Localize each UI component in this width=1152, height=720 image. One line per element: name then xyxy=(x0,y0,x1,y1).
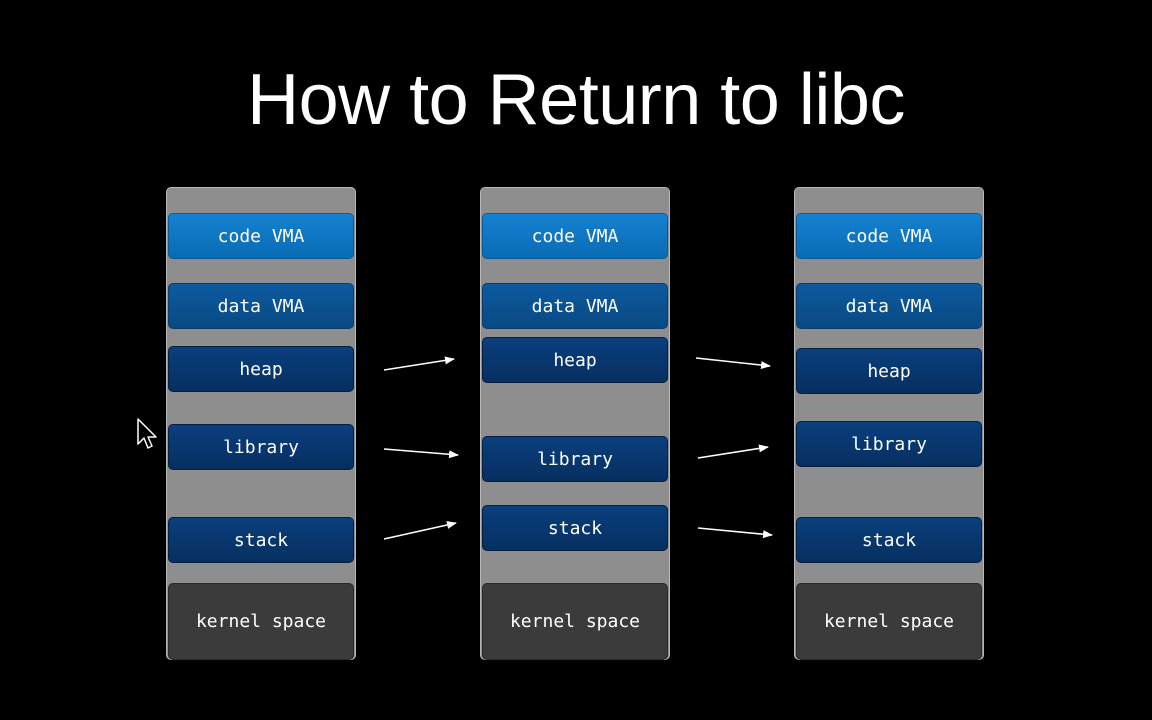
memory-layout-randomized-1: code VMA data VMA heap library stack ker… xyxy=(480,187,670,660)
block-label: kernel space xyxy=(195,611,327,632)
kernel-space-block: kernel space xyxy=(482,583,668,660)
stack-arrow-2 xyxy=(697,527,773,539)
heap-arrow-2 xyxy=(695,357,771,370)
kernel-space-block: kernel space xyxy=(168,583,354,660)
block-label: library xyxy=(851,433,927,455)
library-block: library xyxy=(796,421,982,467)
block-label: code VMA xyxy=(845,225,933,247)
block-label: heap xyxy=(867,360,911,382)
library-block: library xyxy=(482,436,668,482)
block-label: kernel space xyxy=(823,611,955,632)
code-vma-block: code VMA xyxy=(796,213,982,259)
block-label: data VMA xyxy=(217,295,305,317)
kernel-space-block: kernel space xyxy=(796,583,982,660)
block-label: code VMA xyxy=(531,225,619,247)
block-label: library xyxy=(223,436,299,458)
data-vma-block: data VMA xyxy=(796,283,982,329)
block-label: stack xyxy=(861,529,917,551)
library-block: library xyxy=(168,424,354,470)
heap-block: heap xyxy=(168,346,354,392)
code-vma-block: code VMA xyxy=(168,213,354,259)
block-label: heap xyxy=(553,349,597,371)
code-vma-block: code VMA xyxy=(482,213,668,259)
heap-arrow-1 xyxy=(383,356,455,371)
data-vma-block: data VMA xyxy=(168,283,354,329)
library-arrow-2 xyxy=(697,444,769,459)
slide-title: How to Return to libc xyxy=(247,60,905,140)
block-label: kernel space xyxy=(509,611,641,632)
memory-layout-original: code VMA data VMA heap library stack ker… xyxy=(166,187,356,660)
memory-layout-randomized-2: code VMA data VMA heap library stack ker… xyxy=(794,187,984,660)
block-label: code VMA xyxy=(217,225,305,247)
heap-block: heap xyxy=(796,348,982,394)
block-label: data VMA xyxy=(531,295,619,317)
block-label: data VMA xyxy=(845,295,933,317)
block-label: library xyxy=(537,448,613,470)
stack-arrow-1 xyxy=(383,521,457,540)
block-label: stack xyxy=(547,517,603,539)
stack-block: stack xyxy=(168,517,354,563)
mouse-pointer-icon xyxy=(137,418,157,449)
heap-block: heap xyxy=(482,337,668,383)
stack-block: stack xyxy=(482,505,668,551)
block-label: stack xyxy=(233,529,289,551)
block-label: heap xyxy=(239,358,283,380)
data-vma-block: data VMA xyxy=(482,283,668,329)
library-arrow-1 xyxy=(383,448,459,459)
stack-block: stack xyxy=(796,517,982,563)
